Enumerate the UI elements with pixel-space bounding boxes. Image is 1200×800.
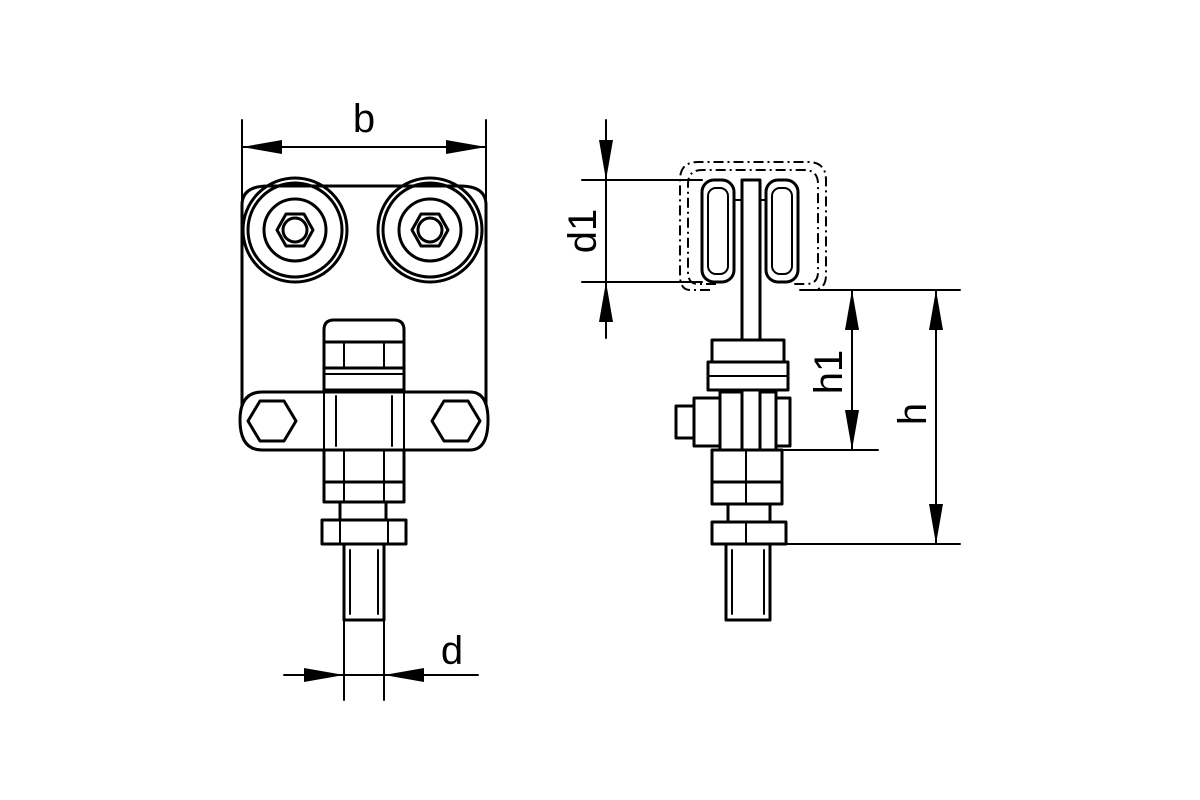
side-left-wheel [700,178,736,284]
side-centre-plate [740,178,762,452]
front-view [238,176,490,622]
side-clamp-nut [674,390,792,452]
front-crossbar [238,390,490,452]
side-right-wheel [764,178,800,284]
label-h1: h1 [807,350,851,395]
dimension-h [785,289,961,545]
side-rail-outline [679,161,827,291]
front-top-nut [322,318,406,392]
front-lower-nuts [320,448,408,546]
side-view [674,161,827,622]
front-stud [342,542,386,622]
side-lower-nuts [710,448,788,546]
label-d: d [441,629,463,673]
side-stud [724,542,772,622]
front-left-wheel [241,176,349,284]
front-right-wheel [376,176,484,284]
label-b: b [353,97,375,141]
label-d1: d1 [561,209,605,254]
dimension-d1 [581,119,703,339]
dimension-h1 [759,289,961,451]
side-top-nut [706,338,790,392]
dimension-b [241,119,487,206]
dimension-d [283,619,479,701]
label-h: h [891,403,935,425]
front-plate-outline [240,184,488,422]
